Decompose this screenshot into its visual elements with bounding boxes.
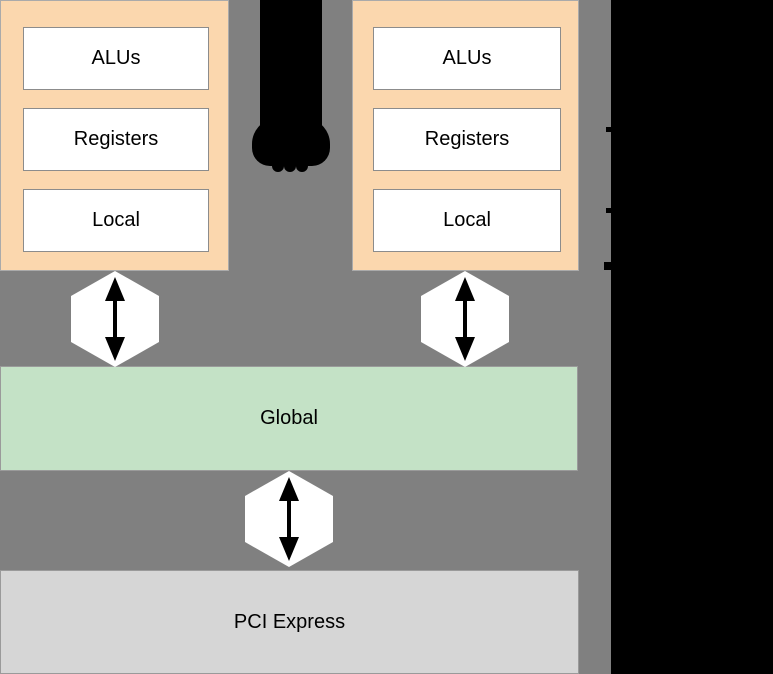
occluder-top-bump	[284, 160, 296, 172]
compute-unit-left: ALUs Registers Local	[0, 0, 229, 271]
occluder-notch	[606, 127, 611, 132]
unit-label: Registers	[424, 128, 510, 150]
occluder-top-foot	[252, 118, 330, 166]
bidirectional-arrow-icon	[105, 277, 125, 361]
connector-left	[71, 271, 159, 367]
unit-label: Local	[443, 209, 491, 231]
connector-center	[245, 471, 333, 567]
unit-box-registers-right: Registers	[373, 108, 561, 171]
unit-label: ALUs	[91, 47, 141, 69]
occluder-top-shape	[260, 0, 322, 140]
bidirectional-arrow-icon	[279, 477, 299, 561]
global-memory-label: Global	[260, 407, 318, 429]
unit-box-local-left: Local	[23, 189, 209, 252]
pci-express-bar: PCI Express	[0, 570, 579, 674]
pci-express-label: PCI Express	[233, 610, 346, 633]
unit-box-alus-right: ALUs	[373, 27, 561, 90]
occluder-notch	[604, 262, 612, 270]
unit-box-alus-left: ALUs	[23, 27, 209, 90]
global-memory-bar: Global	[0, 366, 578, 471]
connector-right	[421, 271, 509, 367]
occluder-notch	[728, 414, 736, 420]
unit-label: ALUs	[442, 47, 492, 69]
unit-box-local-right: Local	[373, 189, 561, 252]
compute-unit-right: ALUs Registers Local	[352, 0, 579, 271]
unit-box-registers-left: Registers	[23, 108, 209, 171]
occluder-right-extension	[735, 99, 773, 172]
unit-label: Local	[92, 209, 140, 231]
occluder-top-bump	[272, 160, 284, 172]
bidirectional-arrow-icon	[455, 277, 475, 361]
unit-label: Registers	[73, 128, 159, 150]
occluder-notch	[606, 208, 611, 213]
occluder-top-bump	[296, 160, 308, 172]
